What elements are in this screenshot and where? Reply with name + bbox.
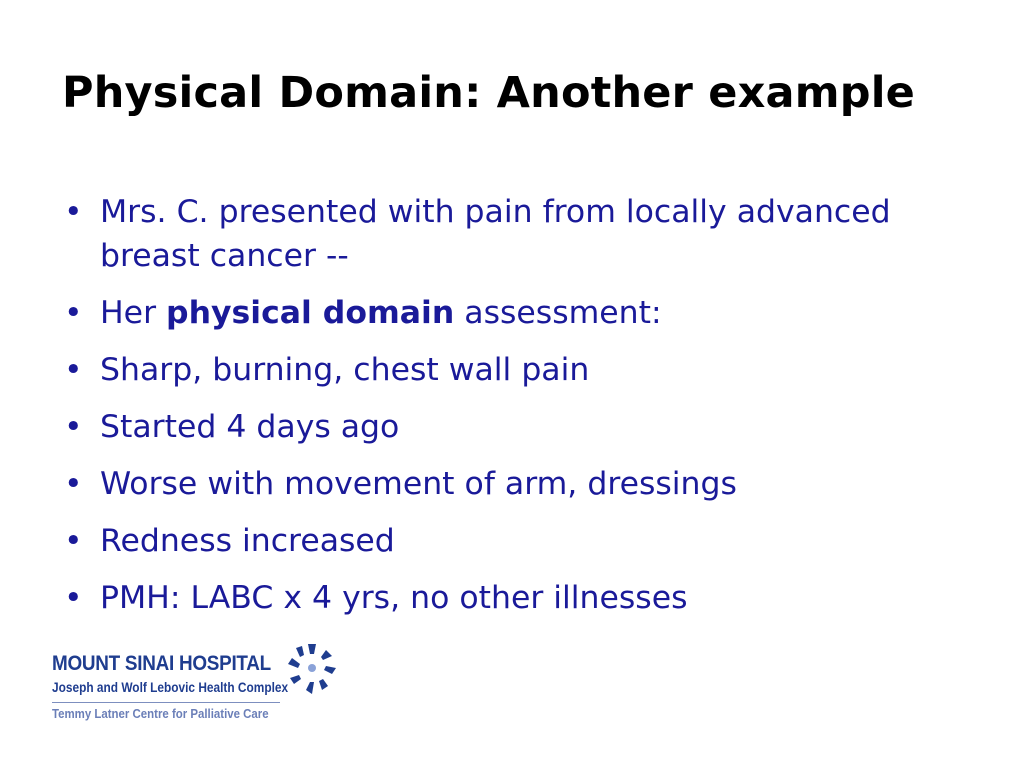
star-of-david-logo-icon (288, 644, 336, 694)
bullet-dot: • (64, 194, 83, 230)
logo-divider (52, 702, 280, 703)
bullet-item: • PMH: LABC x 4 yrs, no other illnesses (64, 576, 964, 620)
bullet-item: • Redness increased (64, 519, 964, 563)
slide-title: Physical Domain: Another example (62, 68, 916, 118)
bullet-dot: • (64, 352, 83, 388)
bullet-dot: • (64, 580, 83, 616)
bullet-text: Worse with movement of arm, dressings (100, 466, 737, 502)
bullet-item: • Mrs. C. presented with pain from local… (64, 190, 964, 278)
bullet-text: Redness increased (100, 523, 395, 559)
bullet-item: • Started 4 days ago (64, 405, 964, 449)
bullet-dot: • (64, 523, 83, 559)
bullet-dot: • (64, 295, 83, 331)
bullet-list: • Mrs. C. presented with pain from local… (64, 190, 964, 633)
logo-hospital-name: MOUNT SINAI HOSPITAL (52, 652, 271, 675)
bullet-item: • Worse with movement of arm, dressings (64, 462, 964, 506)
bullet-text-pre: Her (100, 295, 167, 331)
bullet-item: • Her physical domain assessment: (64, 291, 964, 335)
bullet-item: • Sharp, burning, chest wall pain (64, 348, 964, 392)
bullet-dot: • (64, 409, 83, 445)
logo-centre-name: Temmy Latner Centre for Palliative Care (52, 706, 269, 721)
hospital-logo: MOUNT SINAI HOSPITAL Joseph and Wolf Leb… (50, 638, 340, 724)
bullet-text-bold: physical domain (166, 295, 455, 331)
bullet-text: Mrs. C. presented with pain from locally… (100, 194, 891, 274)
bullet-text: Sharp, burning, chest wall pain (100, 352, 590, 388)
bullet-text: Started 4 days ago (100, 409, 400, 445)
bullet-text: PMH: LABC x 4 yrs, no other illnesses (100, 580, 688, 616)
bullet-text-post: assessment: (454, 295, 662, 331)
bullet-dot: • (64, 466, 83, 502)
logo-subtitle: Joseph and Wolf Lebovic Health Complex (52, 680, 289, 695)
